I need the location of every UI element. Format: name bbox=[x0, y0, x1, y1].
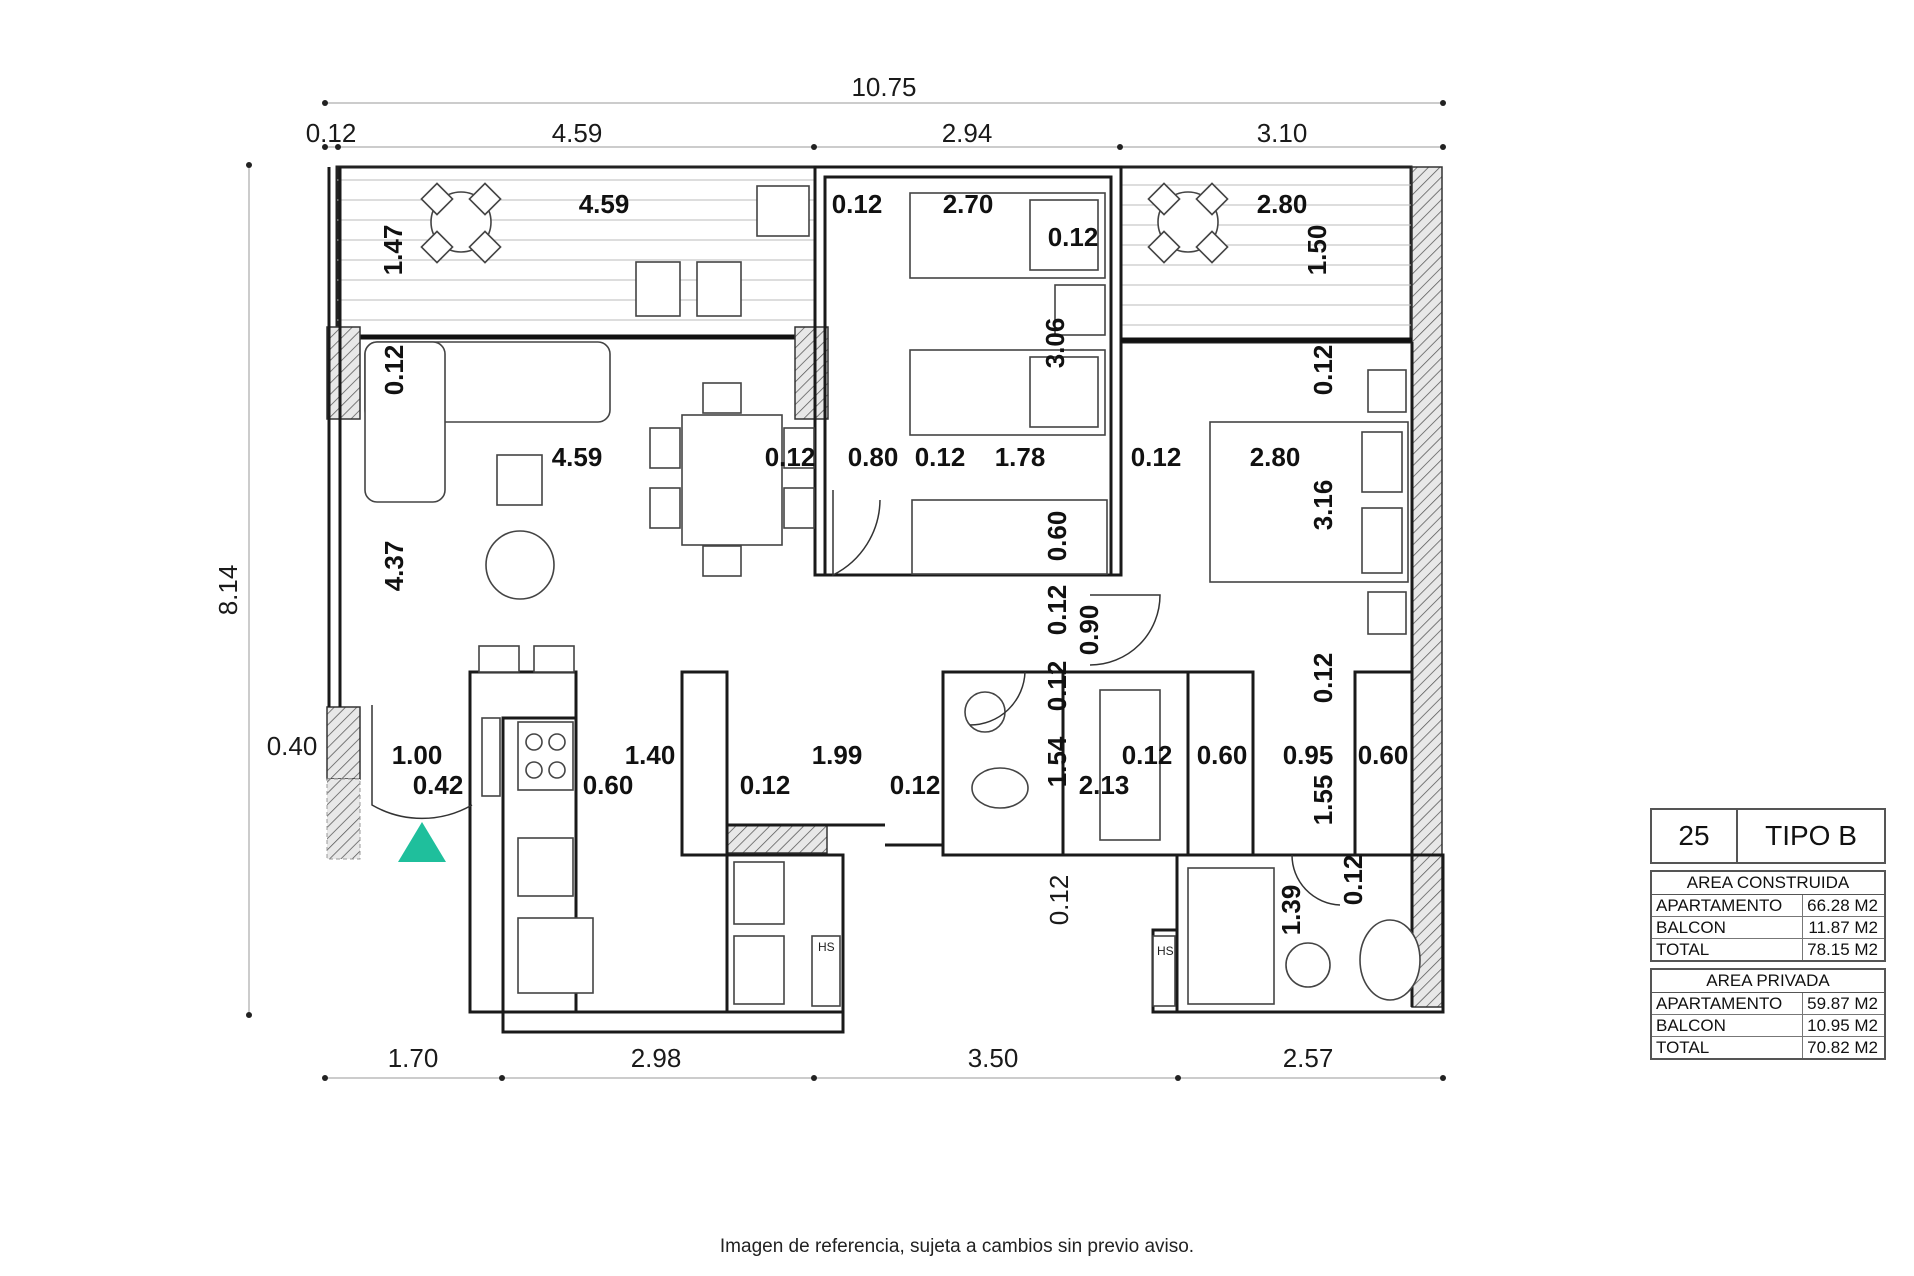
dim-door-offset: 0.40 bbox=[267, 731, 318, 761]
unit-type: TIPO B bbox=[1765, 820, 1857, 851]
dim-bottom-seg-3: 3.50 bbox=[968, 1043, 1019, 1073]
private-area-title: AREA PRIVADA bbox=[1652, 970, 1884, 993]
row-value: 10.95 M2 bbox=[1807, 1016, 1878, 1035]
dim-closet2-w: 0.60 bbox=[1197, 740, 1248, 770]
dim-dress-h: 1.55 bbox=[1308, 775, 1338, 826]
built-area-title: AREA CONSTRUIDA bbox=[1652, 872, 1884, 895]
dim-hall-wall: 0.12 bbox=[1042, 585, 1072, 636]
table-row: BALCON 10.95 M2 bbox=[1652, 1015, 1884, 1037]
row-value: 11.87 M2 bbox=[1808, 918, 1878, 937]
water-heater-label: HS bbox=[818, 940, 835, 954]
dim-bath-wall-left: 0.12 bbox=[890, 770, 941, 800]
left-dimension-line bbox=[246, 162, 252, 1018]
dim-total-width: 10.75 bbox=[851, 72, 916, 102]
disclaimer: Imagen de referencia, sujeta a cambios s… bbox=[719, 1236, 1195, 1257]
dim-kitchen-counter: 0.60 bbox=[583, 770, 634, 800]
dim-hall-door: 0.90 bbox=[1074, 605, 1104, 656]
dim-bottom-seg-4: 2.57 bbox=[1283, 1043, 1334, 1073]
row-label: TOTAL bbox=[1652, 939, 1803, 960]
dim-top-seg-1: 0.12 bbox=[306, 118, 357, 148]
dim-bath2-wall-top: 0.12 bbox=[1338, 855, 1368, 906]
dim-balcony-left-w: 4.59 bbox=[579, 189, 630, 219]
entry-marker-icon bbox=[398, 822, 446, 862]
kitchen-furniture bbox=[481, 717, 594, 994]
dim-closet3-w: 0.60 bbox=[1358, 740, 1409, 770]
dim-balcony-right-w: 2.80 bbox=[1257, 189, 1308, 219]
top-dimension-lines bbox=[322, 100, 1446, 150]
area-table-header: 25 TIPO B bbox=[1650, 808, 1886, 864]
table-row: APARTAMENTO 66.28 M2 bbox=[1652, 895, 1884, 917]
dim-bath-bottom-wall: 0.12 bbox=[1044, 875, 1074, 926]
area-table: 25 TIPO B AREA CONSTRUIDA APARTAMENTO 66… bbox=[1650, 808, 1886, 1060]
dim-closet-w: 1.78 bbox=[995, 442, 1046, 472]
table-row: TOTAL 70.82 M2 bbox=[1652, 1037, 1884, 1058]
row-label: TOTAL bbox=[1652, 1037, 1803, 1058]
row-value: 59.87 M2 bbox=[1807, 994, 1878, 1013]
dim-kitchen-w: 1.40 bbox=[625, 740, 676, 770]
dim-entry-door: 1.00 bbox=[392, 740, 443, 770]
dim-bath2-h: 1.39 bbox=[1276, 885, 1306, 936]
dim-dining-wall: 0.12 bbox=[765, 442, 816, 472]
dim-closet-depth: 0.60 bbox=[1042, 511, 1072, 562]
dim-balcony-left-h: 1.47 bbox=[378, 225, 408, 276]
dim-living-h: 4.37 bbox=[379, 541, 409, 592]
bedroom2-furniture bbox=[909, 192, 1108, 575]
row-value: 66.28 M2 bbox=[1807, 896, 1878, 915]
dim-bath-wall: 0.12 bbox=[1042, 661, 1072, 712]
table-row: TOTAL 78.15 M2 bbox=[1652, 939, 1884, 960]
dim-bottom-seg-2: 2.98 bbox=[631, 1043, 682, 1073]
dim-bath-w: 2.13 bbox=[1079, 770, 1130, 800]
built-area-section: AREA CONSTRUIDA APARTAMENTO 66.28 M2 BAL… bbox=[1650, 870, 1886, 962]
dim-bedroom2-w: 2.70 bbox=[943, 189, 994, 219]
private-area-section: AREA PRIVADA APARTAMENTO 59.87 M2 BALCON… bbox=[1650, 968, 1886, 1060]
dim-bedroom2-inner-wall: 0.12 bbox=[915, 442, 966, 472]
dim-laundry-wall: 0.12 bbox=[740, 770, 791, 800]
row-label: APARTAMENTO bbox=[1652, 895, 1803, 916]
balcony-left bbox=[335, 165, 817, 340]
dim-dress-w: 0.95 bbox=[1283, 740, 1334, 770]
dim-bedroom2-wall-b: 0.12 bbox=[1048, 222, 1099, 252]
dim-living-w: 4.59 bbox=[552, 442, 603, 472]
walls bbox=[327, 165, 1445, 1034]
row-value: 70.82 M2 bbox=[1807, 1038, 1878, 1057]
row-label: APARTAMENTO bbox=[1652, 993, 1803, 1014]
living-furniture bbox=[364, 341, 815, 673]
balcony-right-furniture bbox=[1147, 182, 1229, 264]
row-label: BALCON bbox=[1652, 917, 1803, 938]
dim-bath-h: 1.54 bbox=[1042, 736, 1072, 787]
balcony-left-furniture bbox=[420, 182, 810, 317]
dim-top-seg-3: 2.94 bbox=[942, 118, 993, 148]
dim-corridor-w: 0.80 bbox=[848, 442, 899, 472]
dim-bedroom2-h: 3.06 bbox=[1040, 318, 1070, 369]
dim-bedroom2-wall: 0.12 bbox=[832, 189, 883, 219]
dim-living-wall: 0.12 bbox=[379, 345, 409, 396]
dim-master-h: 3.16 bbox=[1308, 480, 1338, 531]
dim-balcony-right-h: 1.50 bbox=[1302, 225, 1332, 276]
dim-top-seg-4: 3.10 bbox=[1257, 118, 1308, 148]
row-label: BALCON bbox=[1652, 1015, 1803, 1036]
master-furniture bbox=[1209, 369, 1409, 635]
laundry-furniture bbox=[733, 861, 841, 1007]
dim-shower-wall: 0.12 bbox=[1122, 740, 1173, 770]
table-row: BALCON 11.87 M2 bbox=[1652, 917, 1884, 939]
dim-top-seg-2: 4.59 bbox=[552, 118, 603, 148]
dim-master-wall-top: 0.12 bbox=[1308, 345, 1338, 396]
dim-master-w: 2.80 bbox=[1250, 442, 1301, 472]
bathroom-fixtures bbox=[964, 689, 1421, 1007]
table-row: APARTAMENTO 59.87 M2 bbox=[1652, 993, 1884, 1015]
dim-master-wall-left: 0.12 bbox=[1131, 442, 1182, 472]
structural-columns bbox=[326, 166, 1443, 1008]
unit-number: 25 bbox=[1652, 810, 1738, 862]
dim-hall-w: 1.99 bbox=[812, 740, 863, 770]
water-heater-label-2: HS bbox=[1157, 944, 1174, 958]
dim-entry-offset: 0.42 bbox=[413, 770, 464, 800]
interior-dimensions: 4.59 1.47 0.12 2.70 0.12 3.06 2.80 1.50 … bbox=[378, 189, 1408, 935]
row-value: 78.15 M2 bbox=[1807, 940, 1878, 959]
dim-bottom-seg-1: 1.70 bbox=[388, 1043, 439, 1073]
bottom-dimension-lines bbox=[322, 1075, 1446, 1081]
dim-master-wall-bottom: 0.12 bbox=[1308, 653, 1338, 704]
dim-total-height: 8.14 bbox=[213, 565, 243, 616]
doors bbox=[371, 490, 1341, 906]
